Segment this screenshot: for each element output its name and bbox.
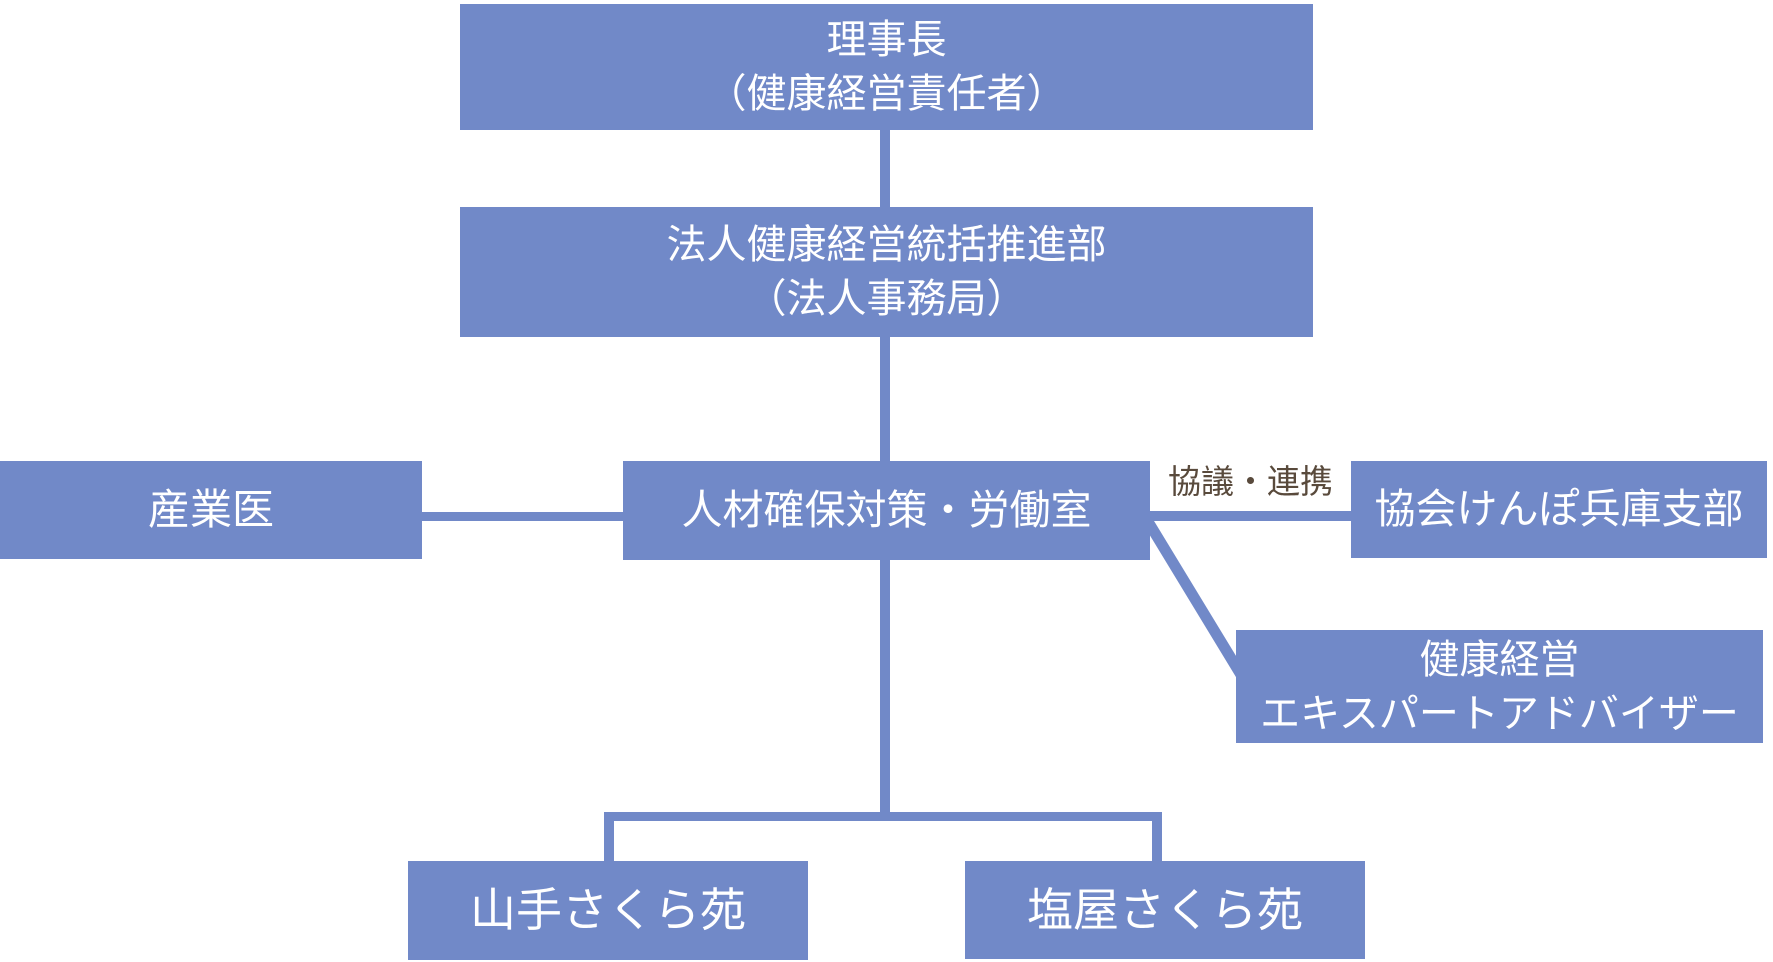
node-kyokai-kenpo-hyogo: 協会けんぽ兵庫支部	[1351, 461, 1767, 558]
connector-sangyoi-to-jinzai	[422, 512, 623, 521]
connector-jinzai-down	[880, 560, 890, 812]
connector-branch-to-shioya	[1152, 812, 1162, 861]
node-shioya-sakuraen: 塩屋さくら苑	[965, 861, 1365, 959]
node-chairman: 理事長 （健康経営責任者）	[460, 4, 1313, 130]
edge-label-kyogi-renkei: 協議・連携	[1168, 463, 1333, 500]
node-yamate-sakuraen: 山手さくら苑	[408, 861, 808, 960]
node-corporate-hq: 法人健康経営統括推進部 （法人事務局）	[460, 207, 1313, 337]
node-chairman-line2: （健康経営責任者）	[706, 72, 1067, 116]
node-hr-labor-office: 人材確保対策・労働室	[623, 461, 1150, 560]
node-kyokai-kenpo-hyogo-label: 協会けんぽ兵庫支部	[1374, 485, 1744, 532]
node-yamate-sakuraen-label: 山手さくら苑	[470, 884, 746, 937]
connector-jinzai-to-advisor	[1142, 517, 1248, 681]
node-shioya-sakuraen-label: 塩屋さくら苑	[1027, 883, 1303, 936]
node-industrial-physician-label: 産業医	[147, 485, 274, 533]
node-industrial-physician: 産業医	[0, 461, 422, 559]
node-corporate-hq-line2: （法人事務局）	[746, 277, 1027, 321]
connector-jinzai-to-kyokai	[1150, 511, 1351, 521]
connector-chairman-to-hq	[880, 130, 890, 207]
node-chairman-line1: 理事長	[826, 18, 947, 62]
node-health-expert-advisor-line2: エキスパートアドバイザー	[1260, 691, 1739, 736]
node-corporate-hq-line1: 法人健康経営統括推進部	[666, 223, 1107, 267]
node-health-expert-advisor-line1: 健康経営	[1419, 637, 1580, 682]
connector-branch-horizontal	[604, 812, 1162, 821]
node-hr-labor-office-label: 人材確保対策・労働室	[681, 486, 1092, 533]
connector-branch-to-yamate	[604, 812, 614, 861]
node-health-expert-advisor: 健康経営 エキスパートアドバイザー	[1236, 630, 1763, 743]
connector-hq-to-jinzai	[880, 337, 890, 461]
